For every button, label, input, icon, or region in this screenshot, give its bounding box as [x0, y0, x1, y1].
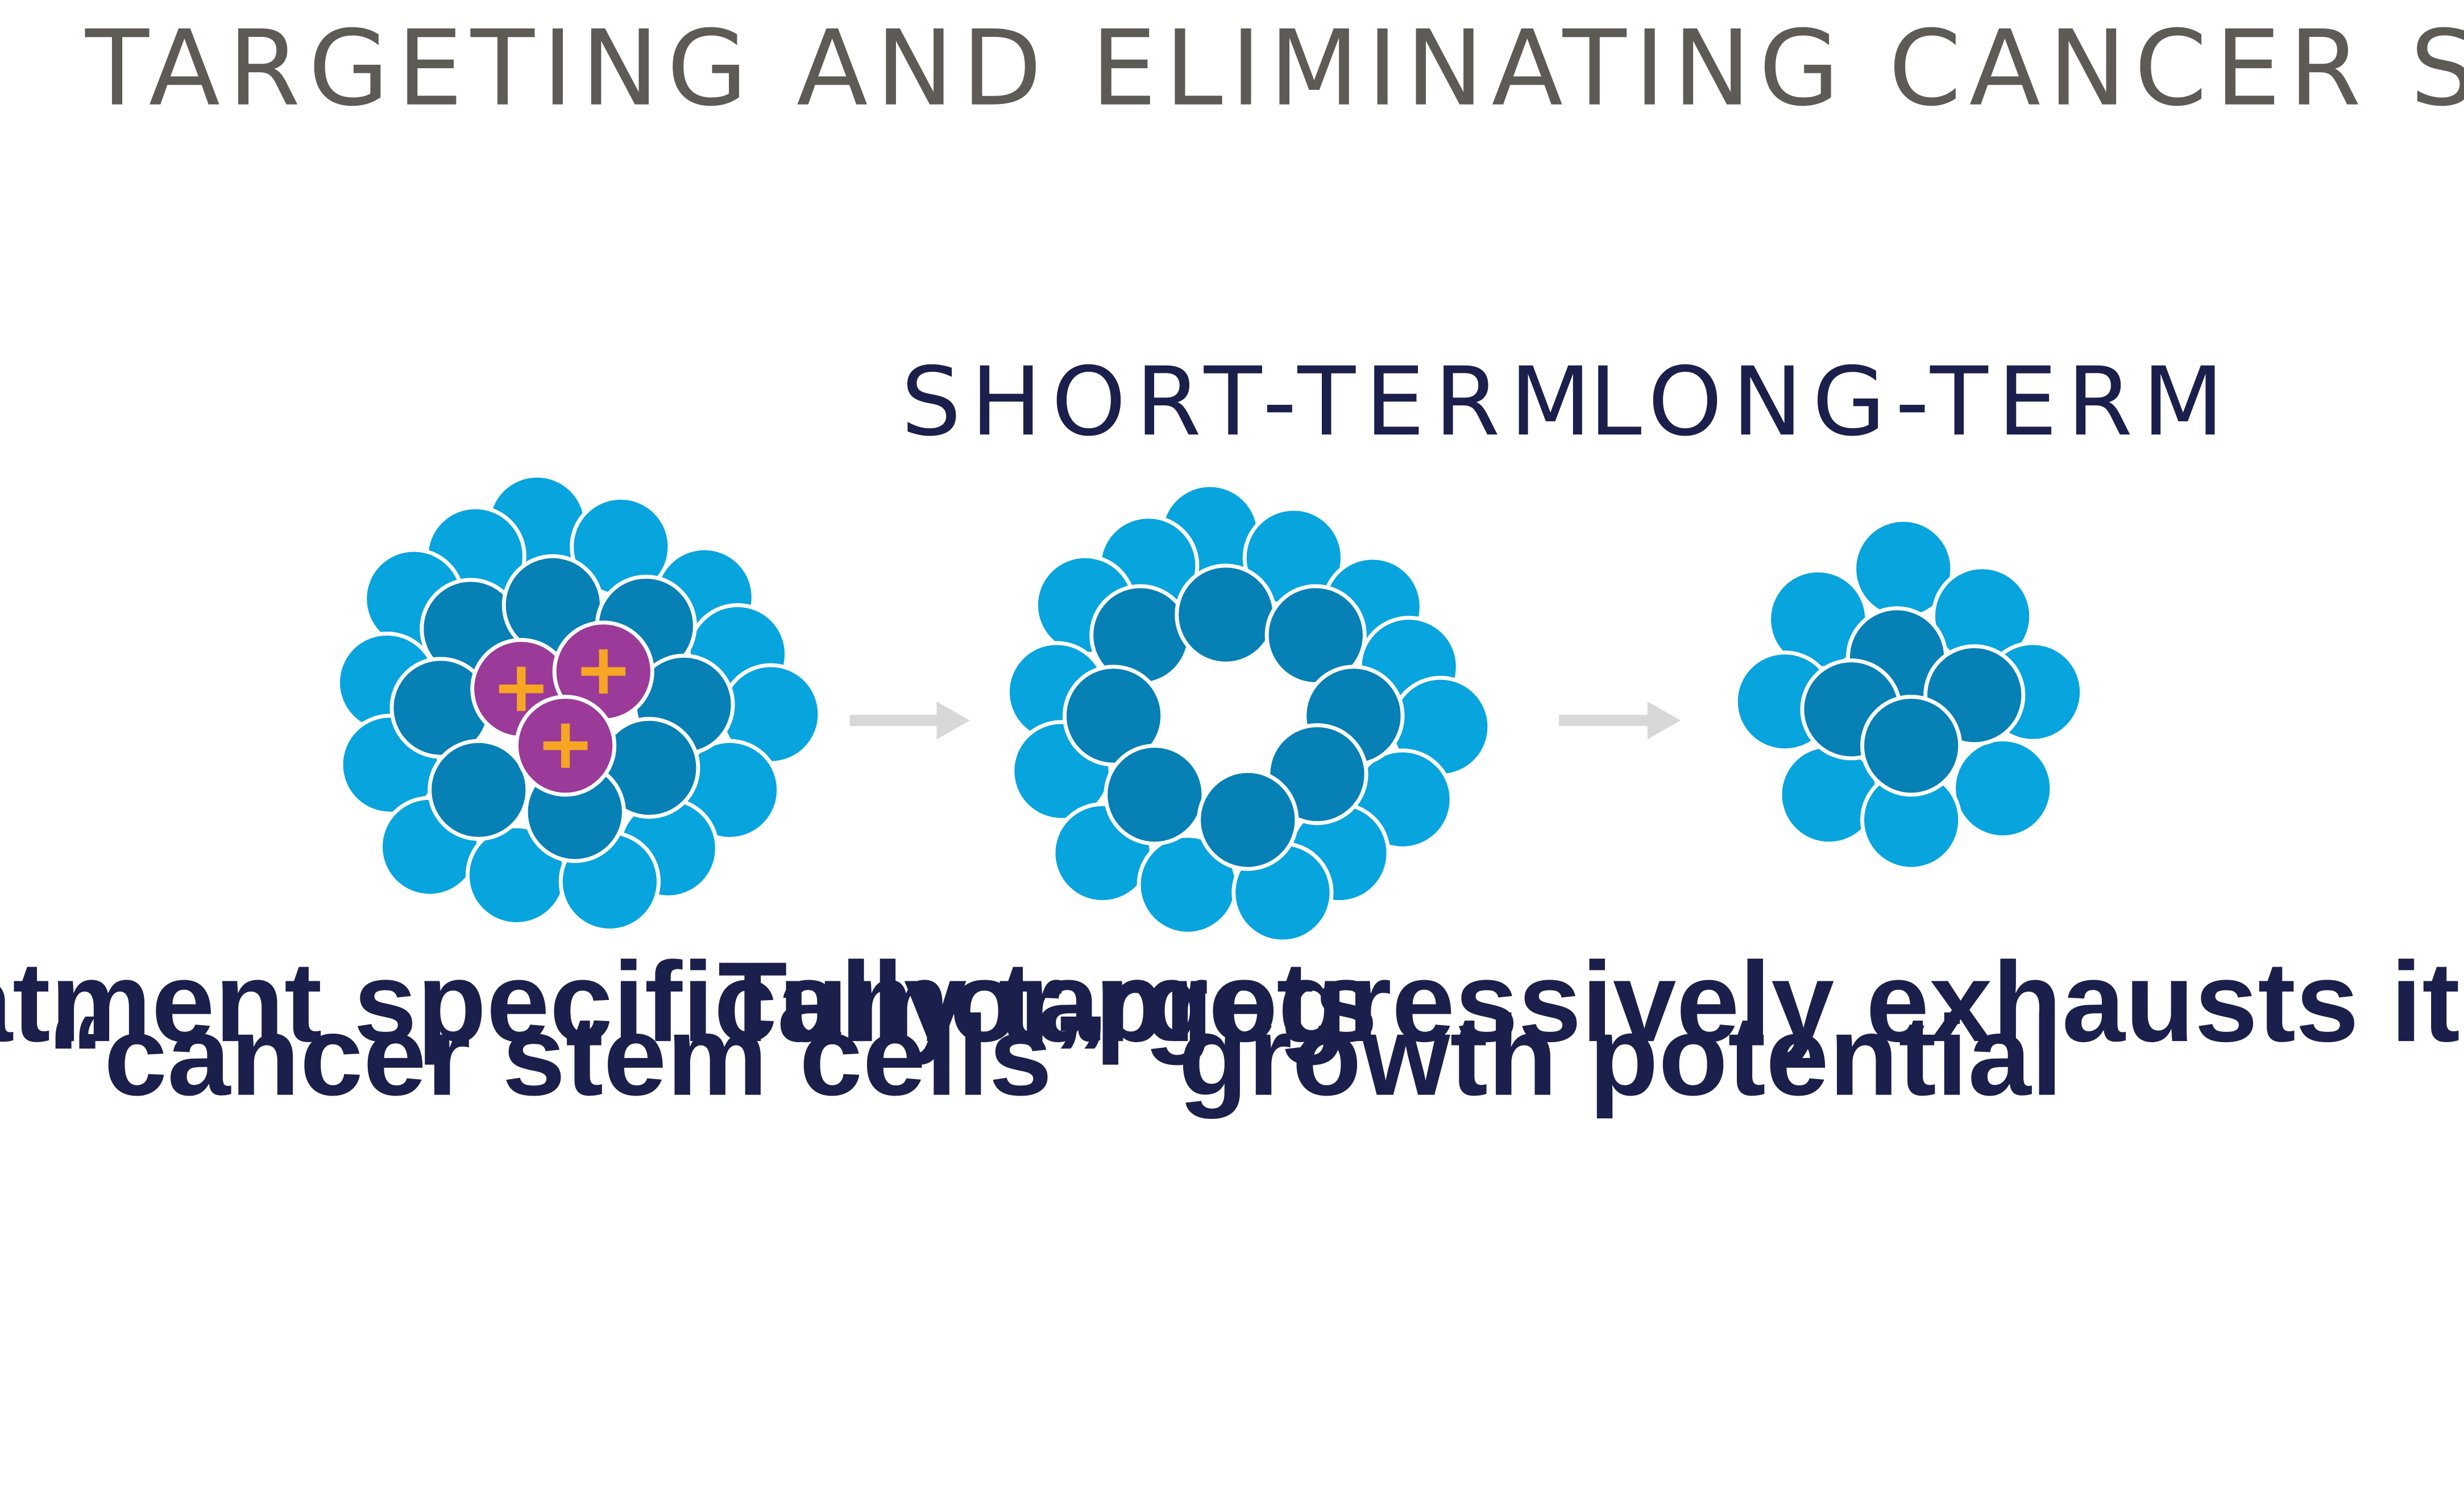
initial-tumor	[336, 474, 822, 933]
plus-icon	[499, 666, 544, 711]
tumor-caption-line1: Tumor progressively exhausts its	[718, 939, 2464, 1065]
inner-cell	[1197, 769, 1299, 871]
treatment-caption-line2: “cancer stem cells”	[47, 993, 1109, 1119]
plus-icon	[543, 723, 588, 768]
inner-cell	[428, 739, 530, 841]
arrow-icon	[849, 701, 970, 740]
inner-cell	[1860, 695, 1963, 797]
long-term-tumor	[1733, 517, 2084, 871]
page-title: TARGETING AND ELIMINATING CANCER STEM CE…	[85, 9, 2464, 130]
outer-cell	[1952, 737, 2054, 840]
short-term-tumor	[1006, 483, 1492, 944]
inner-cell	[1175, 563, 1277, 666]
inner-cell	[1104, 744, 1206, 846]
tumor-caption-line2: growth potential	[1179, 993, 2063, 1119]
short-term-label: SHORT-TERM	[901, 347, 1601, 457]
plus-icon	[581, 649, 626, 694]
treatment-caption-line1: Treatment specifically targets	[0, 939, 1378, 1065]
long-term-label: LONG-TERM	[1589, 347, 2234, 457]
arrow-icon	[1559, 701, 1681, 740]
